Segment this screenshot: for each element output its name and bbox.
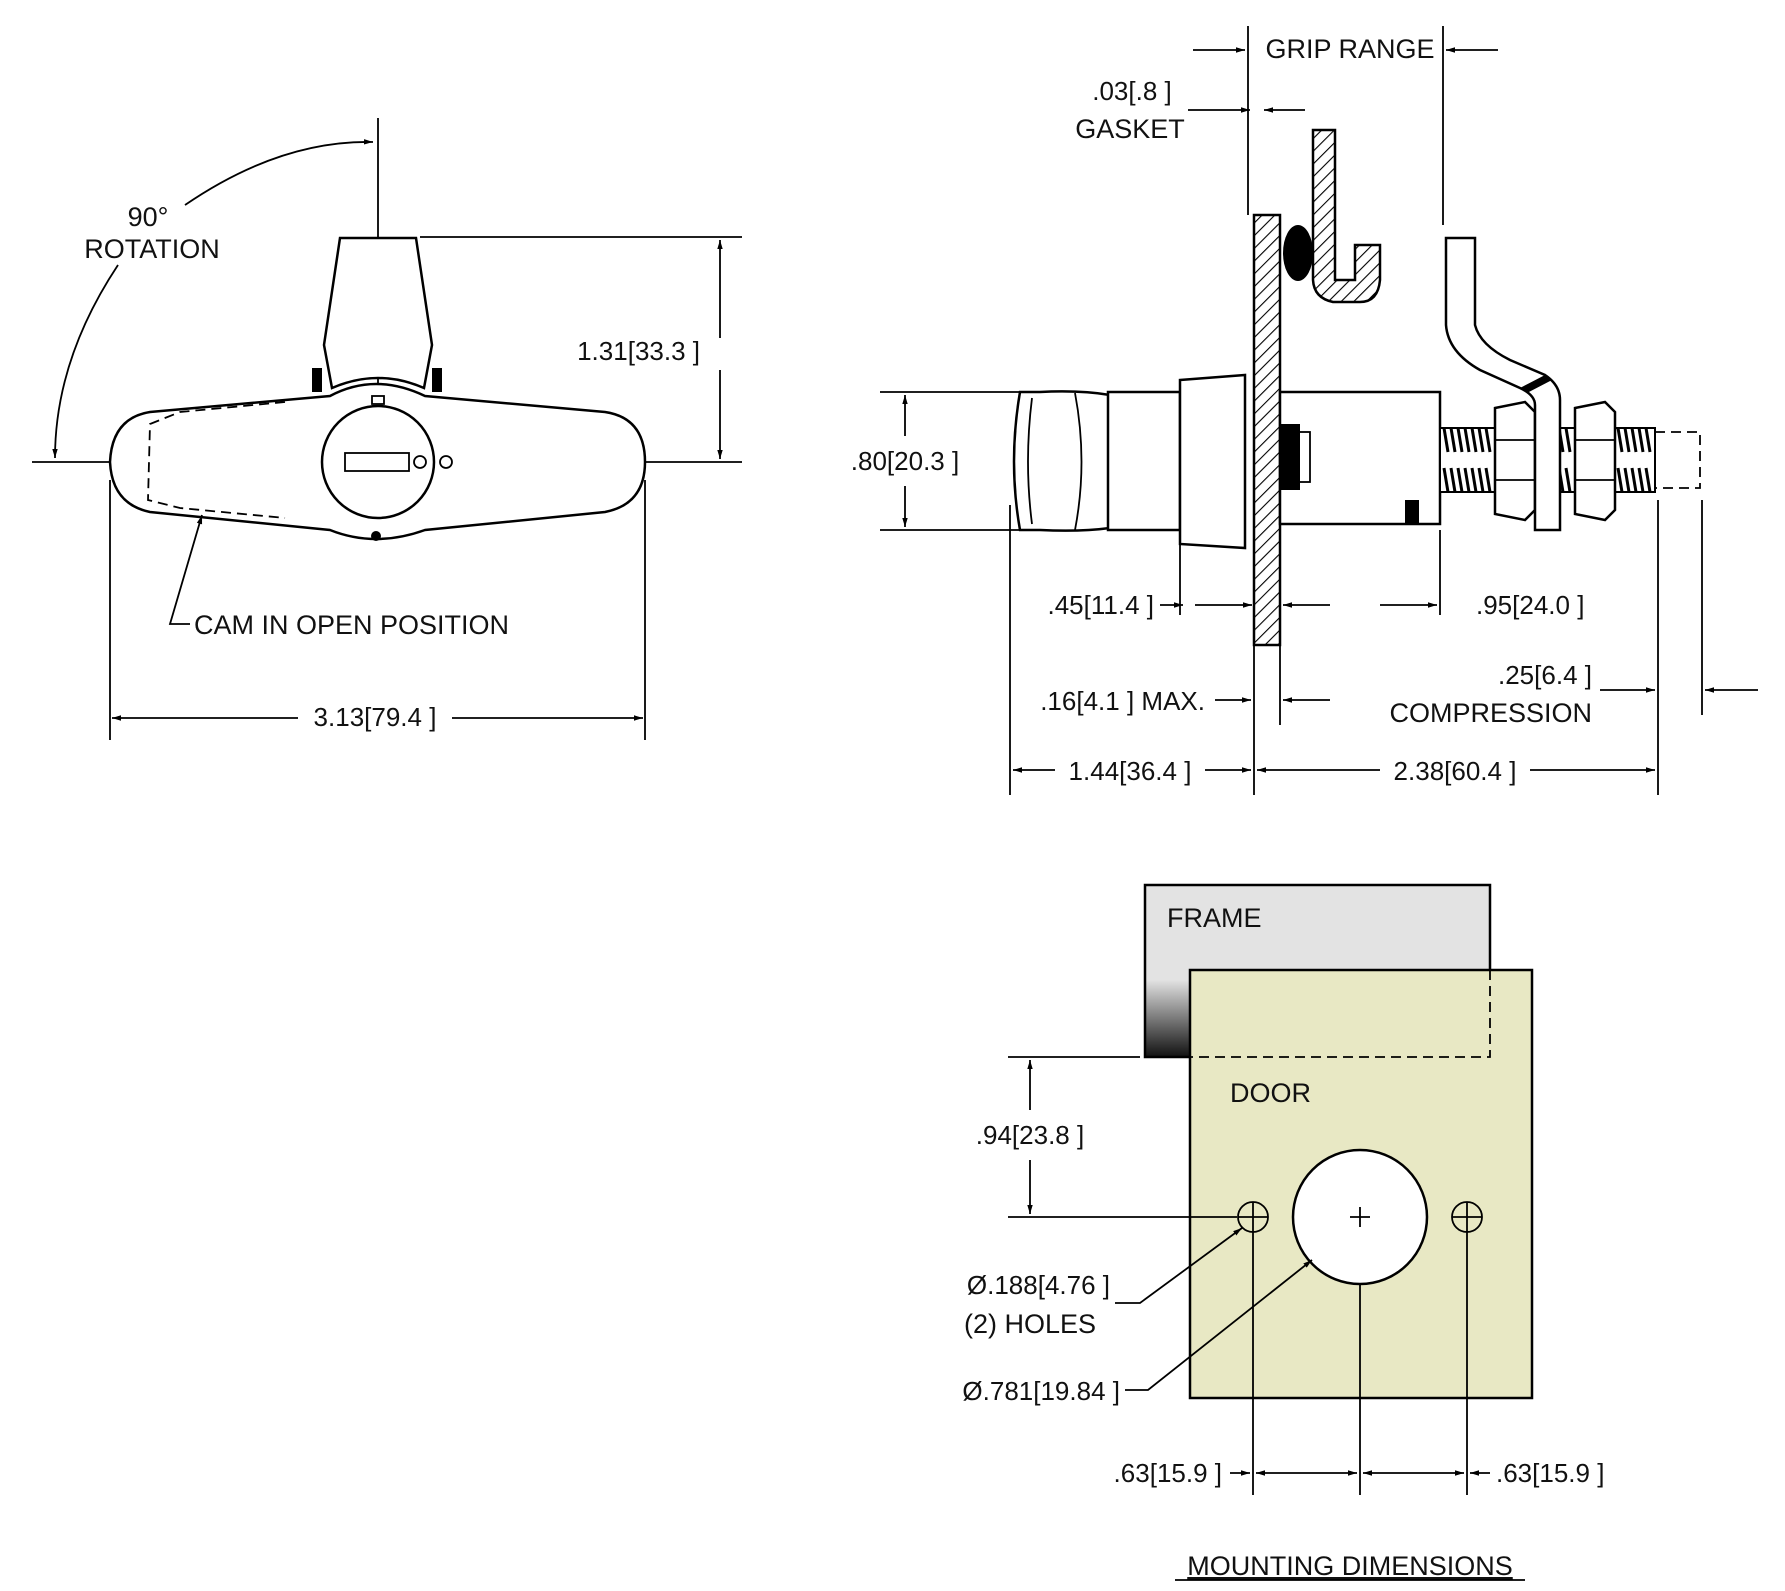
cam-stop (371, 531, 381, 541)
thread-mark (1616, 427, 1624, 453)
hex-nut (1573, 400, 1617, 522)
thread-mark (1477, 427, 1485, 453)
cylinder-pin (439, 455, 453, 469)
thread-mark (1564, 427, 1572, 453)
rotation-label: ROTATION (84, 234, 220, 264)
thread-mark (1564, 467, 1572, 493)
set-screw (1405, 500, 1419, 524)
frame-label: FRAME (1167, 903, 1262, 933)
thread-mark (1449, 467, 1457, 493)
lock-cylinder (320, 404, 436, 520)
right-spacing-dimension: .63[15.9 ] (1496, 1458, 1604, 1488)
side-view: GRIP RANGE .03[.8 ] GASKET (851, 26, 1758, 795)
door-label: DOOR (1230, 1078, 1311, 1108)
width-dimension: 3.13[79.4 ] (314, 702, 437, 732)
stud-dimension: .95[24.0 ] (1476, 590, 1584, 620)
small-hole-count: (2) HOLES (964, 1309, 1096, 1339)
thread-mark (1637, 467, 1645, 493)
compression-label: COMPRESSION (1389, 698, 1592, 728)
panel-thickness-dimension: .16[4.1 ] MAX. (1040, 686, 1205, 716)
rear-length-dimension: 2.38[60.4 ] (1394, 756, 1517, 786)
grip-range-label: GRIP RANGE (1265, 34, 1434, 64)
frame-hidden-edge (1190, 970, 1491, 1058)
body-diameter-dimension: .80[20.3 ] (851, 446, 959, 476)
compression-dimension: .25[6.4 ] (1498, 660, 1592, 690)
rotation-arc-lower (52, 264, 119, 459)
thread-mark (1442, 467, 1450, 493)
key-slot (344, 452, 410, 472)
thread-mark (1456, 427, 1464, 453)
left-spacing-dimension: .63[15.9 ] (1114, 1458, 1222, 1488)
large-hole-leader (1125, 1259, 1313, 1391)
retaining-nut (1280, 424, 1300, 490)
thread-mark (1630, 467, 1638, 493)
thread-mark (1463, 467, 1471, 493)
gasket-label: GASKET (1075, 114, 1185, 144)
door-panel (1252, 213, 1282, 647)
front-flange (1178, 373, 1247, 550)
thread-mark (1616, 467, 1624, 493)
rotation-angle: 90° (128, 202, 169, 232)
cylinder-pin (413, 455, 427, 469)
thread-mark (1470, 467, 1478, 493)
edge-distance-dimension: .94[23.8 ] (976, 1120, 1084, 1150)
mounting-dimensions-title: MOUNTING DIMENSIONS (1187, 1551, 1513, 1581)
index-mark (371, 395, 385, 405)
thread-mark (1442, 427, 1450, 453)
thread-mark (1484, 467, 1492, 493)
thread-mark (1456, 467, 1464, 493)
thread-mark (1623, 467, 1631, 493)
cam-leader (168, 514, 203, 625)
stud-extended-outline (1655, 431, 1701, 489)
thread-mark (1477, 467, 1485, 493)
front-length-dimension: 1.44[36.4 ] (1069, 756, 1192, 786)
thread-mark (1637, 427, 1645, 453)
frame-hook (1311, 128, 1382, 304)
thread-mark (1630, 427, 1638, 453)
front-body (1106, 390, 1182, 532)
grip-tab-right (432, 368, 442, 392)
thread-mark (1470, 427, 1478, 453)
mounting-view: FRAME DOOR .94[23.8 ] Ø.188[4.76 ] (2) H… (962, 883, 1604, 1581)
large-hole-diameter: Ø.781[19.84 ] (962, 1376, 1120, 1406)
cam-note: CAM IN OPEN POSITION (194, 610, 509, 640)
flange-dimension: .45[11.4 ] (1047, 590, 1154, 620)
hex-nut (1493, 400, 1537, 522)
handle-knob (1012, 390, 1117, 532)
rotation-arc-upper (184, 139, 374, 206)
small-hole-diameter: Ø.188[4.76 ] (967, 1270, 1110, 1300)
knob-edge (1027, 397, 1033, 525)
thread-mark (1484, 427, 1492, 453)
retaining-washer (1287, 431, 1311, 483)
thread-marks (1442, 427, 1652, 493)
cam-arm-bend (1520, 375, 1552, 393)
cam-open-outline (147, 401, 286, 519)
knob-ridge (1074, 392, 1083, 531)
front-view: 90° ROTATION 1.31[33.3 ] 3.13[79.4 ] CAM… (32, 118, 742, 740)
thread-mark (1623, 427, 1631, 453)
gasket-bead (1283, 225, 1313, 281)
small-hole-leader (1115, 1227, 1243, 1304)
thread-mark (1463, 427, 1471, 453)
grip-tab-left (312, 368, 322, 392)
cam-arm (1444, 236, 1562, 532)
thumb-grip (322, 236, 434, 390)
thread-mark (1644, 467, 1652, 493)
height-dimension: 1.31[33.3 ] (577, 336, 700, 366)
thread-mark (1644, 427, 1652, 453)
thread-mark (1449, 427, 1457, 453)
gasket-dimension: .03[.8 ] (1092, 76, 1172, 106)
